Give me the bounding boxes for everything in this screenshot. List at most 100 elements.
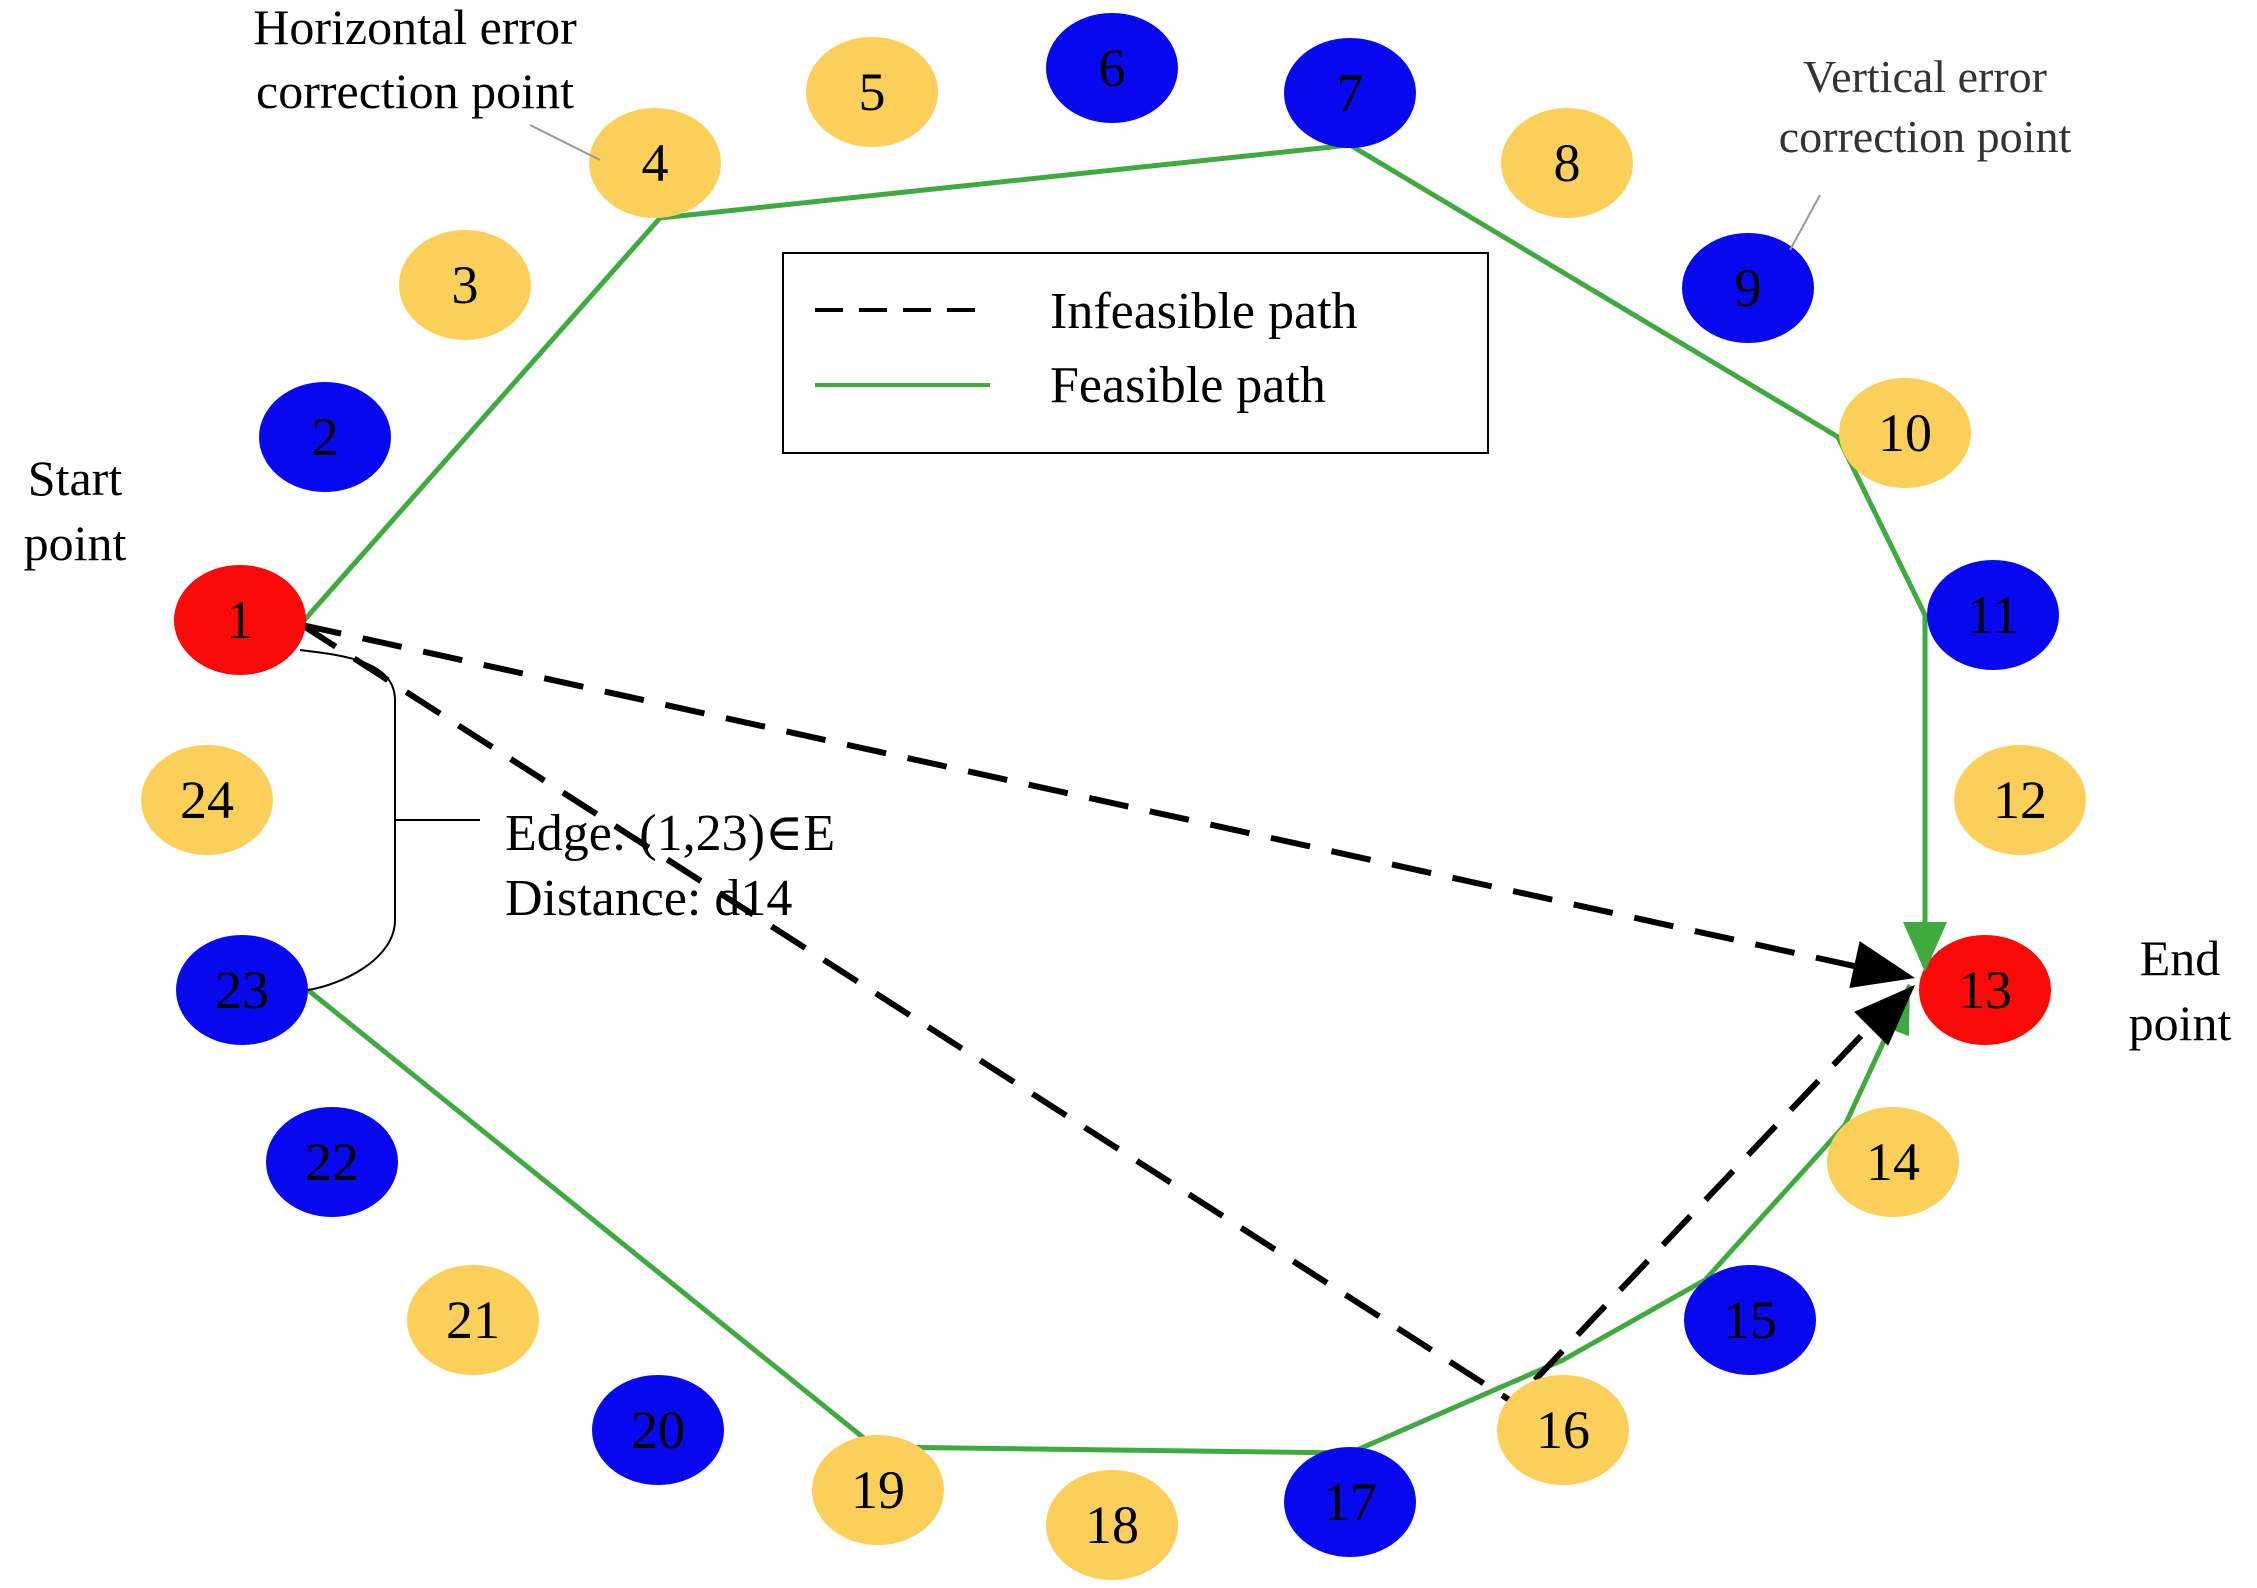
vertical-leader-line <box>1789 194 1821 251</box>
node-circle <box>176 935 308 1045</box>
arrowheads <box>1849 922 1947 1046</box>
node-8: 8 <box>1501 108 1633 218</box>
node-label: 10 <box>1878 403 1932 463</box>
node-10: 10 <box>1839 378 1971 488</box>
node-circle <box>1497 1375 1629 1485</box>
node-7: 7 <box>1284 38 1416 148</box>
node-label: 17 <box>1323 1472 1377 1532</box>
infeasible-arrowhead <box>1849 941 1915 989</box>
node-label: 16 <box>1536 1400 1590 1460</box>
node-22: 22 <box>266 1107 398 1217</box>
node-circle <box>1284 1447 1416 1557</box>
edge-label-line1: Edge: (1,23)∈E <box>505 805 835 862</box>
node-12: 12 <box>1954 745 2086 855</box>
node-circle <box>266 1107 398 1217</box>
node-label: 11 <box>1967 585 2019 645</box>
node-label: 24 <box>180 770 234 830</box>
node-label: 12 <box>1993 770 2047 830</box>
node-4: 4 <box>589 108 721 218</box>
node-circle <box>1501 108 1633 218</box>
node-circle <box>174 565 306 675</box>
node-label: 21 <box>446 1290 500 1350</box>
node-label: 18 <box>1085 1495 1139 1555</box>
node-18: 18 <box>1046 1470 1178 1580</box>
node-label: 22 <box>305 1132 359 1192</box>
node-label: 13 <box>1958 960 2012 1020</box>
horizontal-label-line2: correction point <box>256 63 574 119</box>
feasible-arrowhead <box>1903 922 1947 972</box>
node-label: 4 <box>642 133 669 193</box>
edge-label-line2: Distance: d14 <box>505 870 792 927</box>
node-label: 23 <box>215 960 269 1020</box>
legend-feasible-label: Feasible path <box>1050 357 1326 414</box>
infeasible-path-segment <box>1532 997 1898 1383</box>
node-circle <box>141 745 273 855</box>
node-3: 3 <box>399 230 531 340</box>
node-circle <box>1046 13 1178 123</box>
node-circle <box>1827 1107 1959 1217</box>
infeasible-path-segment <box>301 622 1896 978</box>
vertical-label-line2: correction point <box>1779 111 2072 162</box>
node-label: 6 <box>1099 38 1126 98</box>
end-label-line1: End <box>2140 930 2221 986</box>
node-circle <box>589 108 721 218</box>
node-label: 15 <box>1723 1290 1777 1350</box>
node-16: 16 <box>1497 1375 1629 1485</box>
node-circle <box>399 230 531 340</box>
start-label-line1: Start <box>28 450 123 506</box>
feasible-path-lower <box>306 983 1913 1456</box>
node-label: 8 <box>1554 133 1581 193</box>
node-24: 24 <box>141 745 273 855</box>
node-19: 19 <box>812 1435 944 1545</box>
node-20: 20 <box>592 1375 724 1485</box>
node-circle <box>1927 560 2059 670</box>
node-circle <box>407 1265 539 1375</box>
node-15: 15 <box>1684 1265 1816 1375</box>
feasible-path-upper <box>298 142 1928 950</box>
node-label: 1 <box>227 590 254 650</box>
node-circle <box>259 382 391 492</box>
node-1: 1 <box>174 565 306 675</box>
node-circle <box>806 37 938 147</box>
node-circle <box>592 1375 724 1485</box>
node-6: 6 <box>1046 13 1178 123</box>
node-circle <box>1046 1470 1178 1580</box>
node-circle <box>1682 233 1814 343</box>
node-circle <box>1839 378 1971 488</box>
infeasible-paths <box>300 622 1898 1413</box>
node-label: 2 <box>312 407 339 467</box>
node-label: 14 <box>1866 1132 1920 1192</box>
node-23: 23 <box>176 935 308 1045</box>
node-circle <box>1684 1265 1816 1375</box>
node-21: 21 <box>407 1265 539 1375</box>
legend-infeasible-label: Infeasible path <box>1050 283 1358 340</box>
edge-bracket <box>299 649 480 991</box>
node-11: 11 <box>1927 560 2059 670</box>
node-circle <box>812 1435 944 1545</box>
node-9: 9 <box>1682 233 1814 343</box>
node-label: 20 <box>631 1400 685 1460</box>
node-14: 14 <box>1827 1107 1959 1217</box>
node-5: 5 <box>806 37 938 147</box>
end-label-line2: point <box>2129 995 2232 1051</box>
horizontal-label-line1: Horizontal error <box>253 0 577 55</box>
legend: Infeasible path Feasible path <box>782 252 1489 454</box>
node-label: 19 <box>851 1460 905 1520</box>
node-circle <box>1954 745 2086 855</box>
infeasible-path-segment <box>300 622 1527 1413</box>
node-circle <box>1919 935 2051 1045</box>
node-17: 17 <box>1284 1447 1416 1557</box>
vertical-label-line1: Vertical error <box>1803 51 2047 102</box>
node-label: 3 <box>452 255 479 315</box>
legend-box <box>782 252 1489 454</box>
start-label-line2: point <box>24 515 127 571</box>
horizontal-leader-line <box>529 124 601 161</box>
node-13: 13 <box>1919 935 2051 1045</box>
node-label: 7 <box>1337 63 1364 123</box>
node-label: 5 <box>859 62 886 122</box>
node-2: 2 <box>259 382 391 492</box>
node-circle <box>1284 38 1416 148</box>
infeasible-arrowhead-2 <box>1854 985 1915 1046</box>
